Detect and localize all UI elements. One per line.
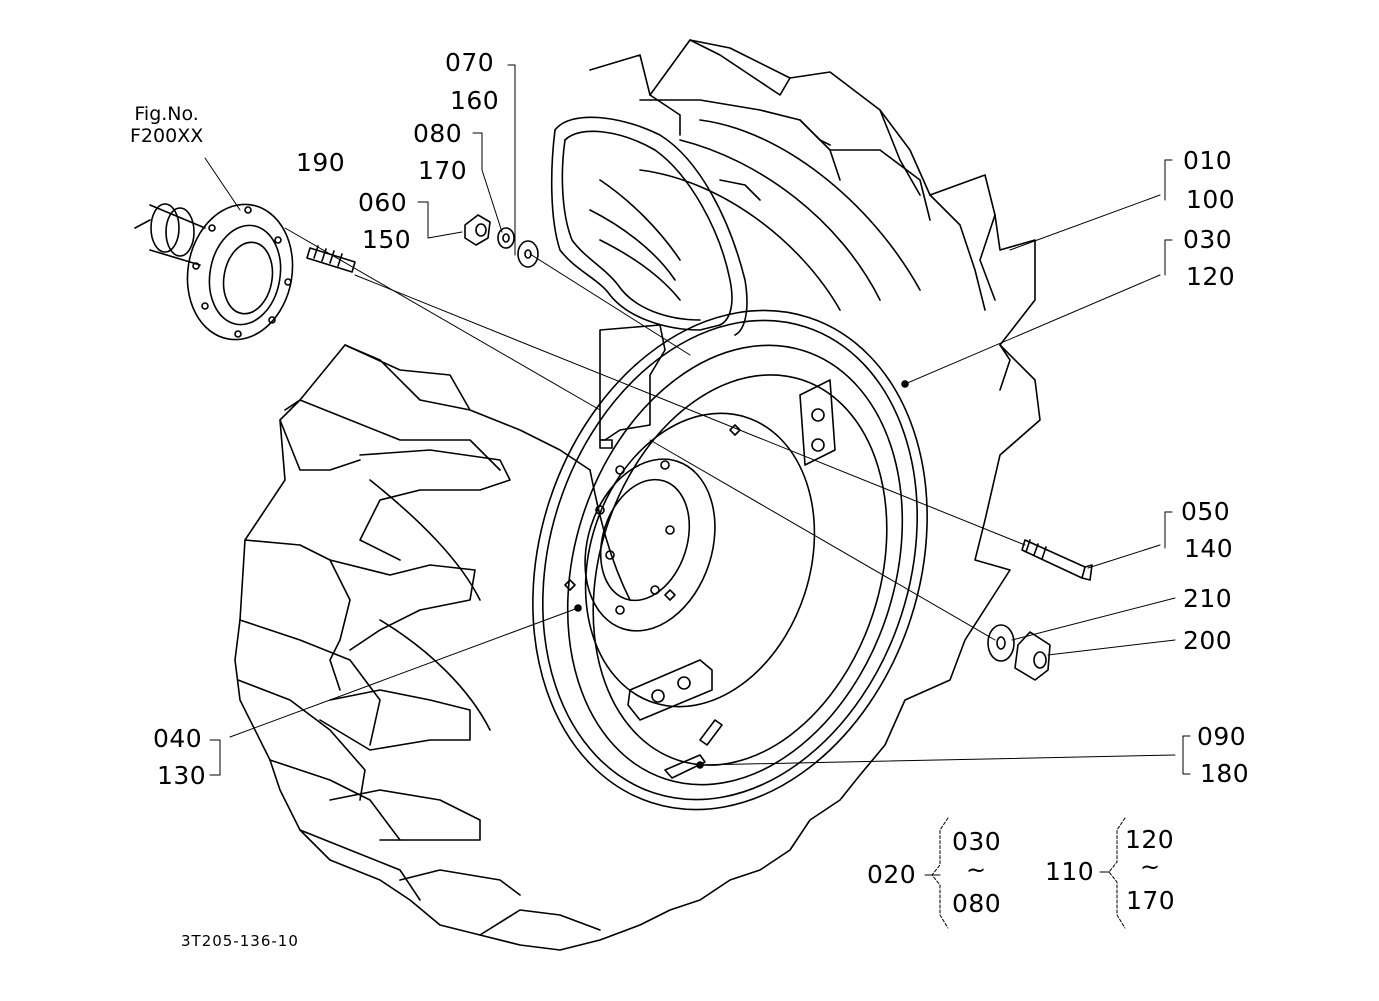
washer-nut — [987, 624, 1051, 681]
callout-170: 170 — [418, 156, 468, 185]
axle-flange — [134, 203, 294, 341]
figure-ref-line1: Fig.No. — [134, 103, 199, 125]
callout-190: 190 — [296, 148, 346, 177]
wheel-disc — [532, 309, 928, 811]
callout-180: 180 — [1200, 759, 1250, 788]
bolt — [1021, 539, 1093, 581]
callout-090: 090 — [1197, 722, 1247, 751]
drawing-code: 3T205-136-10 — [181, 932, 299, 950]
nut-washer-stack — [464, 214, 539, 268]
figure-reference: Fig.No. F200XX — [130, 103, 204, 148]
stud-bolt — [306, 245, 356, 273]
callout-100: 100 — [1186, 185, 1236, 214]
callout-150: 150 — [362, 225, 412, 254]
callout-080: 080 — [413, 119, 463, 148]
assembly-110-range: ~ — [1140, 853, 1161, 881]
assembly-110-to: 170 — [1126, 886, 1176, 915]
callout-060: 060 — [358, 188, 408, 217]
figure-ref-line2: F200XX — [130, 124, 204, 147]
assembly-020-range: ~ — [966, 856, 987, 884]
callout-210: 210 — [1183, 584, 1233, 613]
leader-lines — [204, 157, 1176, 766]
callout-010: 010 — [1183, 146, 1233, 175]
assembly-110-from: 120 — [1125, 825, 1175, 854]
assembly-020-from: 030 — [952, 827, 1002, 856]
assembly-020-parent: 020 — [867, 860, 917, 889]
callout-120: 120 — [1186, 262, 1236, 291]
callout-130: 130 — [157, 761, 207, 790]
assembly-110-parent: 110 — [1045, 857, 1095, 886]
callout-040: 040 — [153, 724, 203, 753]
assembly-020-to: 080 — [952, 889, 1002, 918]
tire — [234, 39, 1041, 951]
callout-050: 050 — [1181, 497, 1231, 526]
callout-070: 070 — [445, 48, 495, 77]
callout-200: 200 — [1183, 626, 1233, 655]
callout-030: 030 — [1183, 225, 1233, 254]
callout-140: 140 — [1184, 534, 1234, 563]
callout-160: 160 — [450, 86, 500, 115]
tube-section — [550, 116, 748, 336]
callout-brackets — [209, 64, 1191, 929]
